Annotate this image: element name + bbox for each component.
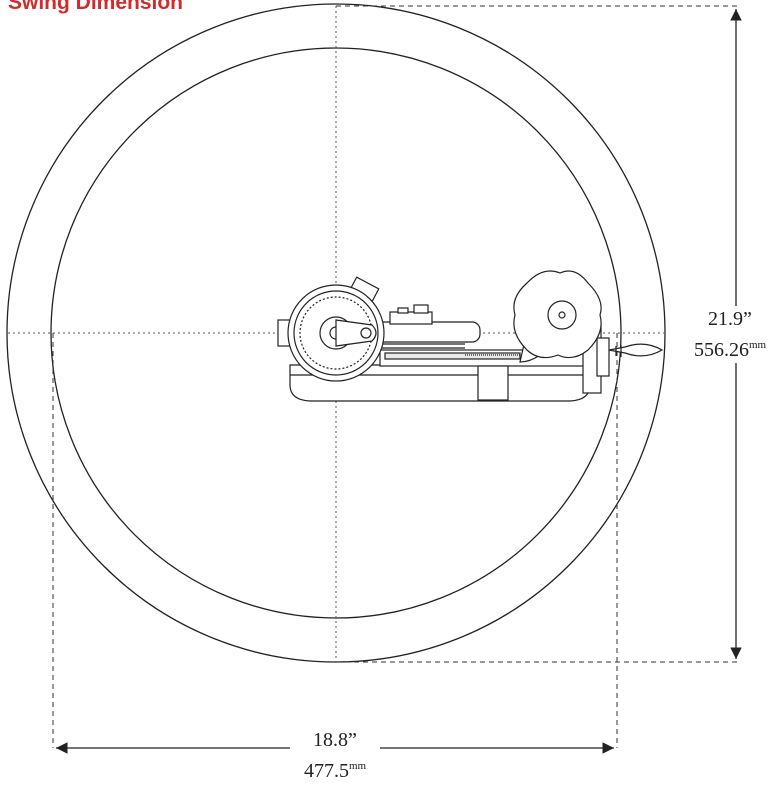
height-mm: 556.26mm [693, 339, 767, 361]
width-dimension-label: 18.8” 477.5mm [290, 727, 380, 784]
height-inches: 21.9” [708, 308, 752, 330]
width-inches: 18.8” [313, 729, 357, 751]
page-title: Swing Dimension [8, 0, 184, 14]
height-dimension-label: 21.9” 556.26mm [680, 306, 780, 363]
width-mm: 477.5mm [303, 760, 367, 782]
adjust-handle [608, 343, 664, 357]
clamp-lever [335, 319, 377, 347]
inner-swing-circle [50, 47, 622, 619]
grinding-jig-drawing [277, 270, 664, 402]
